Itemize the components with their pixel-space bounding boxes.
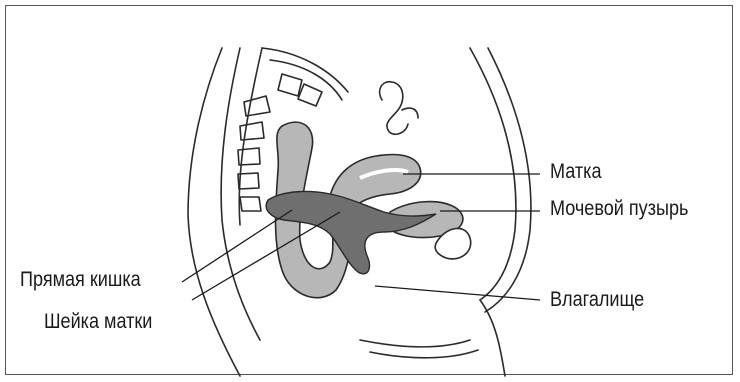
label-rectum: Прямая кишка: [20, 268, 141, 292]
leader-vagina: [375, 286, 540, 300]
label-bladder: Мочевой пузырь: [550, 197, 688, 221]
label-vagina: Влагалище: [550, 288, 644, 312]
label-cervix: Шейка матки: [44, 310, 152, 334]
spine-outline: [221, 48, 260, 340]
back-outline: [188, 48, 240, 376]
leader-rectum: [182, 210, 292, 282]
intestine-loop: [380, 82, 408, 135]
label-uterus: Матка: [550, 160, 602, 184]
